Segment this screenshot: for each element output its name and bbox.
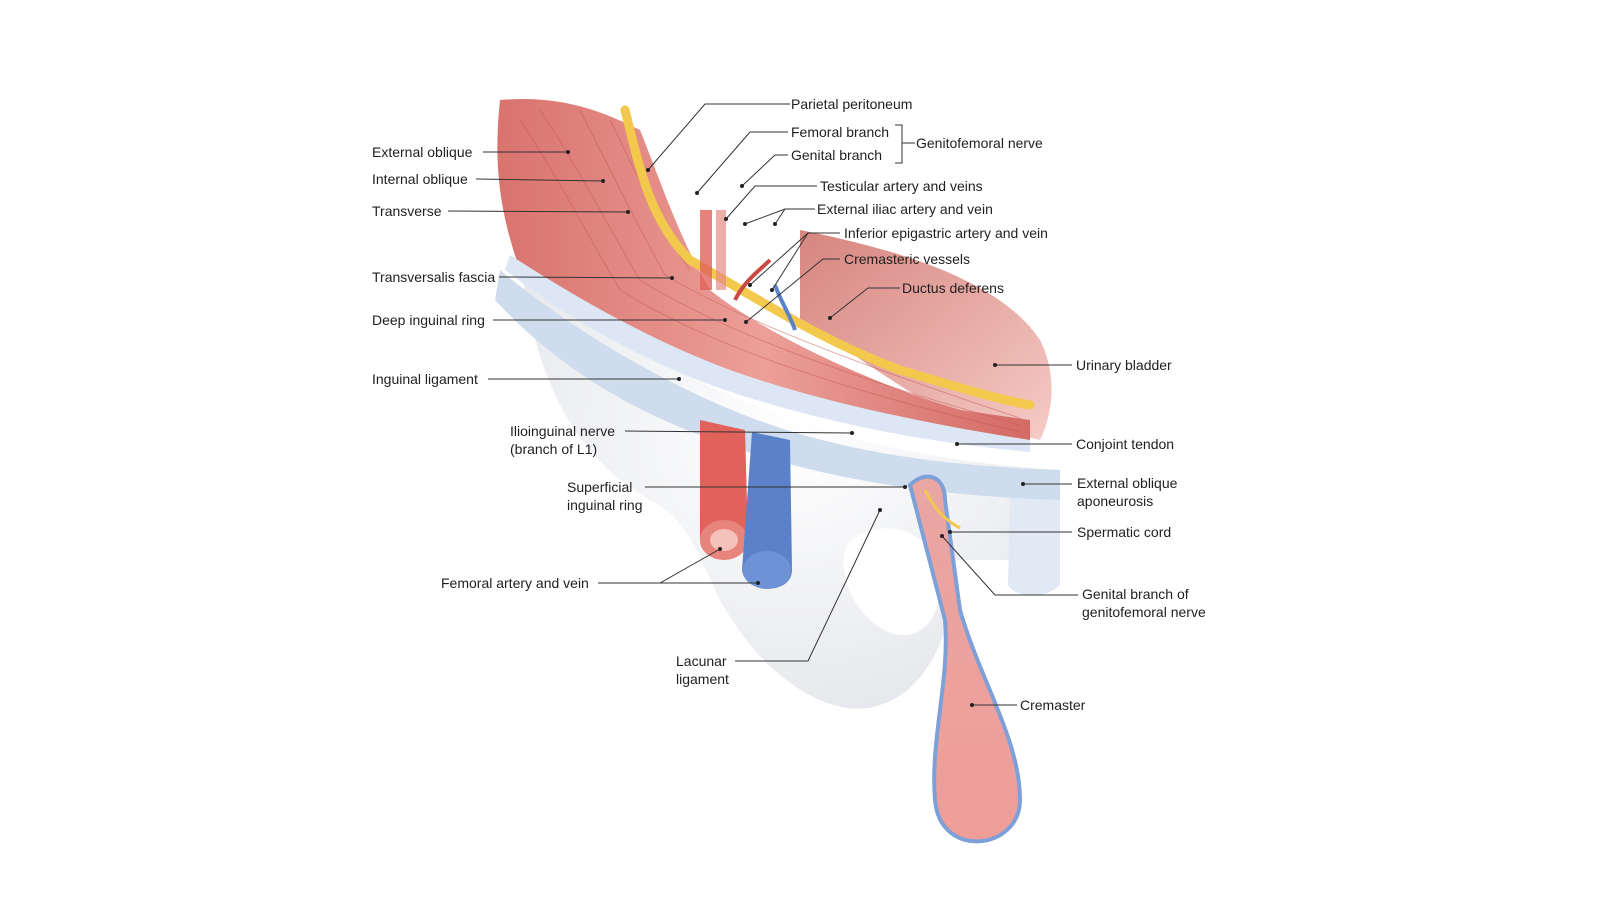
- external-iliac-vein: [716, 210, 726, 290]
- leader-lines: [447, 103, 1078, 706]
- parietal-peritoneum-band: [620, 105, 1035, 410]
- label-genital-branch-gf-line2: genitofemoral nerve: [1082, 604, 1206, 620]
- label-cremasteric-vessels: Cremasteric vessels: [844, 251, 971, 267]
- label-inferior-epigastric: Inferior epigastric artery and vein: [844, 225, 1048, 241]
- label-deep-inguinal-ring: Deep inguinal ring: [372, 312, 485, 328]
- leader-transversalis-fascia: [498, 276, 673, 279]
- label-inguinal-ligament: Inguinal ligament: [372, 371, 478, 387]
- muscle-striations: [519, 109, 1021, 433]
- label-transverse: Transverse: [372, 203, 442, 219]
- leader-ilioinguinal: [624, 430, 853, 434]
- label-external-oblique-aponeurosis-line1: External oblique: [1077, 475, 1178, 491]
- label-external-oblique-aponeurosis: External oblique aponeurosis: [1077, 474, 1177, 510]
- leader-cremasteric: [745, 258, 840, 323]
- label-genital-branch: Genital branch: [791, 147, 883, 163]
- label-superficial-inguinal-ring: Superficial inguinal ring: [567, 478, 643, 514]
- leader-genital-branch-gf: [941, 535, 1078, 596]
- label-lacunar-ligament: Lacunar ligament: [676, 652, 729, 688]
- leader-transverse: [447, 210, 629, 213]
- label-spermatic-cord: Spermatic cord: [1077, 524, 1172, 540]
- label-external-oblique-aponeurosis-line2: aponeurosis: [1077, 493, 1154, 509]
- label-testicular-artery-veins: Testicular artery and veins: [820, 178, 983, 194]
- femoral-vein: [742, 432, 792, 589]
- leader-parietal-peritoneum: [647, 103, 790, 171]
- label-conjoint-tendon: Conjoint tendon: [1076, 436, 1175, 452]
- label-lacunar-ligament-line2: ligament: [676, 671, 729, 687]
- label-genitofemoral-nerve: Genitofemoral nerve: [916, 135, 1043, 151]
- label-cremaster: Cremaster: [1020, 697, 1086, 713]
- inferior-epigastric-vessels: [733, 258, 772, 301]
- femoral-vein-lumen: [743, 551, 791, 589]
- label-superficial-inguinal-ring-line2: inguinal ring: [567, 497, 643, 513]
- label-superficial-inguinal-ring-line1: Superficial: [567, 479, 633, 495]
- obturator-opening: [843, 528, 941, 636]
- leader-ductus-deferens: [829, 287, 900, 319]
- leader-internal-oblique: [475, 178, 604, 182]
- leader-femoral-branch: [696, 131, 788, 194]
- genital-branch-nerve: [923, 489, 961, 530]
- cremasteric-vessels-line: [773, 284, 797, 331]
- label-transversalis-fascia: Transversalis fascia: [372, 269, 496, 285]
- label-parietal-peritoneum: Parietal peritoneum: [791, 96, 913, 112]
- label-ilioinguinal-nerve-line2: (branch of L1): [510, 441, 598, 457]
- pubic-tubercle: [1008, 490, 1060, 596]
- label-genital-branch-gf-line1: Genital branch of: [1082, 586, 1189, 602]
- label-lacunar-ligament-line1: Lacunar: [676, 653, 727, 669]
- leader-testicular: [725, 185, 817, 220]
- label-ilioinguinal-nerve: Ilioinguinal nerve (branch of L1): [510, 422, 615, 458]
- label-external-iliac: External iliac artery and vein: [817, 201, 993, 217]
- label-femoral-branch: Femoral branch: [791, 124, 890, 140]
- label-ilioinguinal-nerve-line1: Ilioinguinal nerve: [510, 423, 616, 439]
- label-external-oblique: External oblique: [372, 144, 473, 160]
- label-femoral-artery-vein: Femoral artery and vein: [441, 575, 589, 591]
- external-iliac-artery: [700, 210, 712, 290]
- leader-lacunar-ligament: [735, 509, 881, 662]
- label-genital-branch-gf: Genital branch of genitofemoral nerve: [1082, 585, 1206, 621]
- leader-genital-branch: [741, 154, 788, 187]
- label-urinary-bladder: Urinary bladder: [1076, 357, 1172, 373]
- urinary-bladder-shape: [800, 230, 1052, 440]
- muscle-layers: [497, 99, 1030, 450]
- label-internal-oblique: Internal oblique: [372, 171, 468, 187]
- label-ductus-deferens: Ductus deferens: [902, 280, 1004, 296]
- spermatic-cord-shape: [907, 474, 1023, 844]
- transversalis-fascia-band: [505, 255, 1030, 452]
- leader-genitofemoral-bracket: [895, 124, 903, 164]
- leader-dots: [566, 150, 1025, 707]
